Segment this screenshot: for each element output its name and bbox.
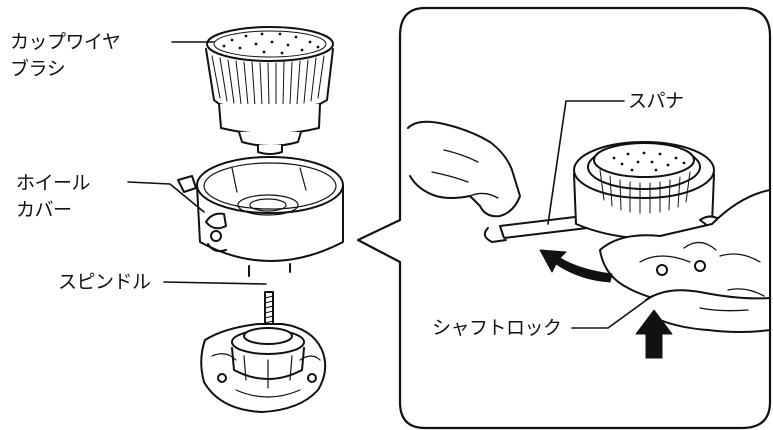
wheel-cover (178, 157, 343, 276)
cup-wire-brush-label-line2: ブラシ (10, 58, 65, 80)
spanner-label: スパナ (628, 90, 684, 112)
wheel-cover-label-line2: カバー (16, 199, 72, 221)
cup-wire-brush-label-line1: カップワイヤ (10, 31, 120, 53)
spindle-label: スピンドル (58, 271, 151, 293)
grinder-head (201, 324, 325, 412)
cup-wire-brush (206, 27, 333, 154)
wheel-cover-label-line1: ホイール (16, 172, 90, 194)
shaft-lock-label: シャフトロック (432, 317, 562, 339)
